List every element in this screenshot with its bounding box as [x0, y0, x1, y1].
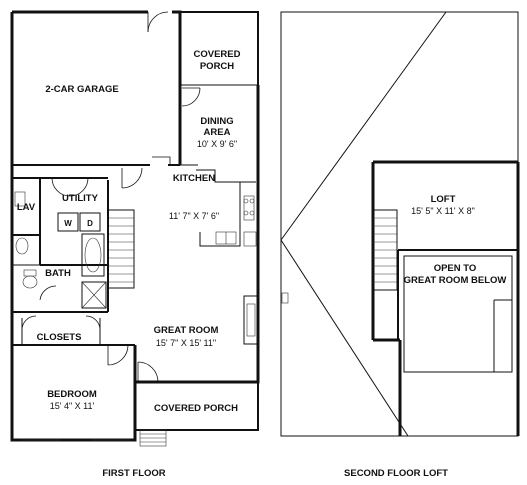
- kitchen-counters: [121, 150, 257, 247]
- kitchen-dimensions: 11' 7" X 7' 6": [169, 211, 219, 221]
- closets-walls: [12, 315, 135, 366]
- utility-label: UTILITY: [62, 193, 99, 204]
- loft-label: LOFT: [431, 194, 456, 205]
- kitchen-label: KITCHEN: [173, 173, 215, 184]
- open-to-below-line1: OPEN TO: [434, 263, 477, 274]
- covered-porch-bottom-label: COVERED PORCH: [154, 403, 238, 414]
- lav-label: LAV: [17, 202, 36, 213]
- second-floor-caption: SECOND FLOOR LOFT: [344, 468, 448, 479]
- washer-label: W: [64, 219, 72, 228]
- dining-label-line1: DINING: [200, 116, 233, 127]
- bedroom-label: BEDROOM: [47, 389, 97, 400]
- covered-porch-top-line1: COVERED: [194, 49, 241, 60]
- first-floor-caption: FIRST FLOOR: [102, 468, 165, 479]
- covered-porch-top-line2: PORCH: [200, 61, 234, 72]
- dryer-label: D: [87, 219, 93, 228]
- loft-dimensions: 15' 5" X 11' X 8": [411, 206, 475, 216]
- closets-label: CLOSETS: [37, 332, 82, 343]
- covered-porch-top-walls: [180, 11, 259, 86]
- first-floor-stairs: [107, 209, 135, 289]
- open-to-below-line2: GREAT ROOM BELOW: [404, 275, 507, 286]
- garage-label: 2-CAR GARAGE: [45, 84, 118, 95]
- bedroom-dimensions: 15' 4" X 11': [50, 401, 95, 411]
- bath-label: BATH: [45, 268, 71, 279]
- service-rooms-walls: [12, 177, 109, 313]
- great-room-dimensions: 15' 7" X 15' 11": [156, 338, 216, 348]
- first-floor-plan: 2-CAR GARAGE COVERED PORCH DINING AREA 1…: [10, 10, 260, 479]
- dining-dimensions: 10' X 9' 6": [197, 139, 237, 149]
- great-room-label: GREAT ROOM: [154, 325, 219, 336]
- loft-stairs: [372, 209, 398, 291]
- dining-label-line2: AREA: [204, 127, 231, 138]
- covered-porch-bottom-walls: [134, 361, 259, 447]
- fireplace: [243, 295, 259, 345]
- second-floor-plan: LOFT 15' 5" X 11' X 8" OPEN TO GREAT ROO…: [280, 11, 520, 479]
